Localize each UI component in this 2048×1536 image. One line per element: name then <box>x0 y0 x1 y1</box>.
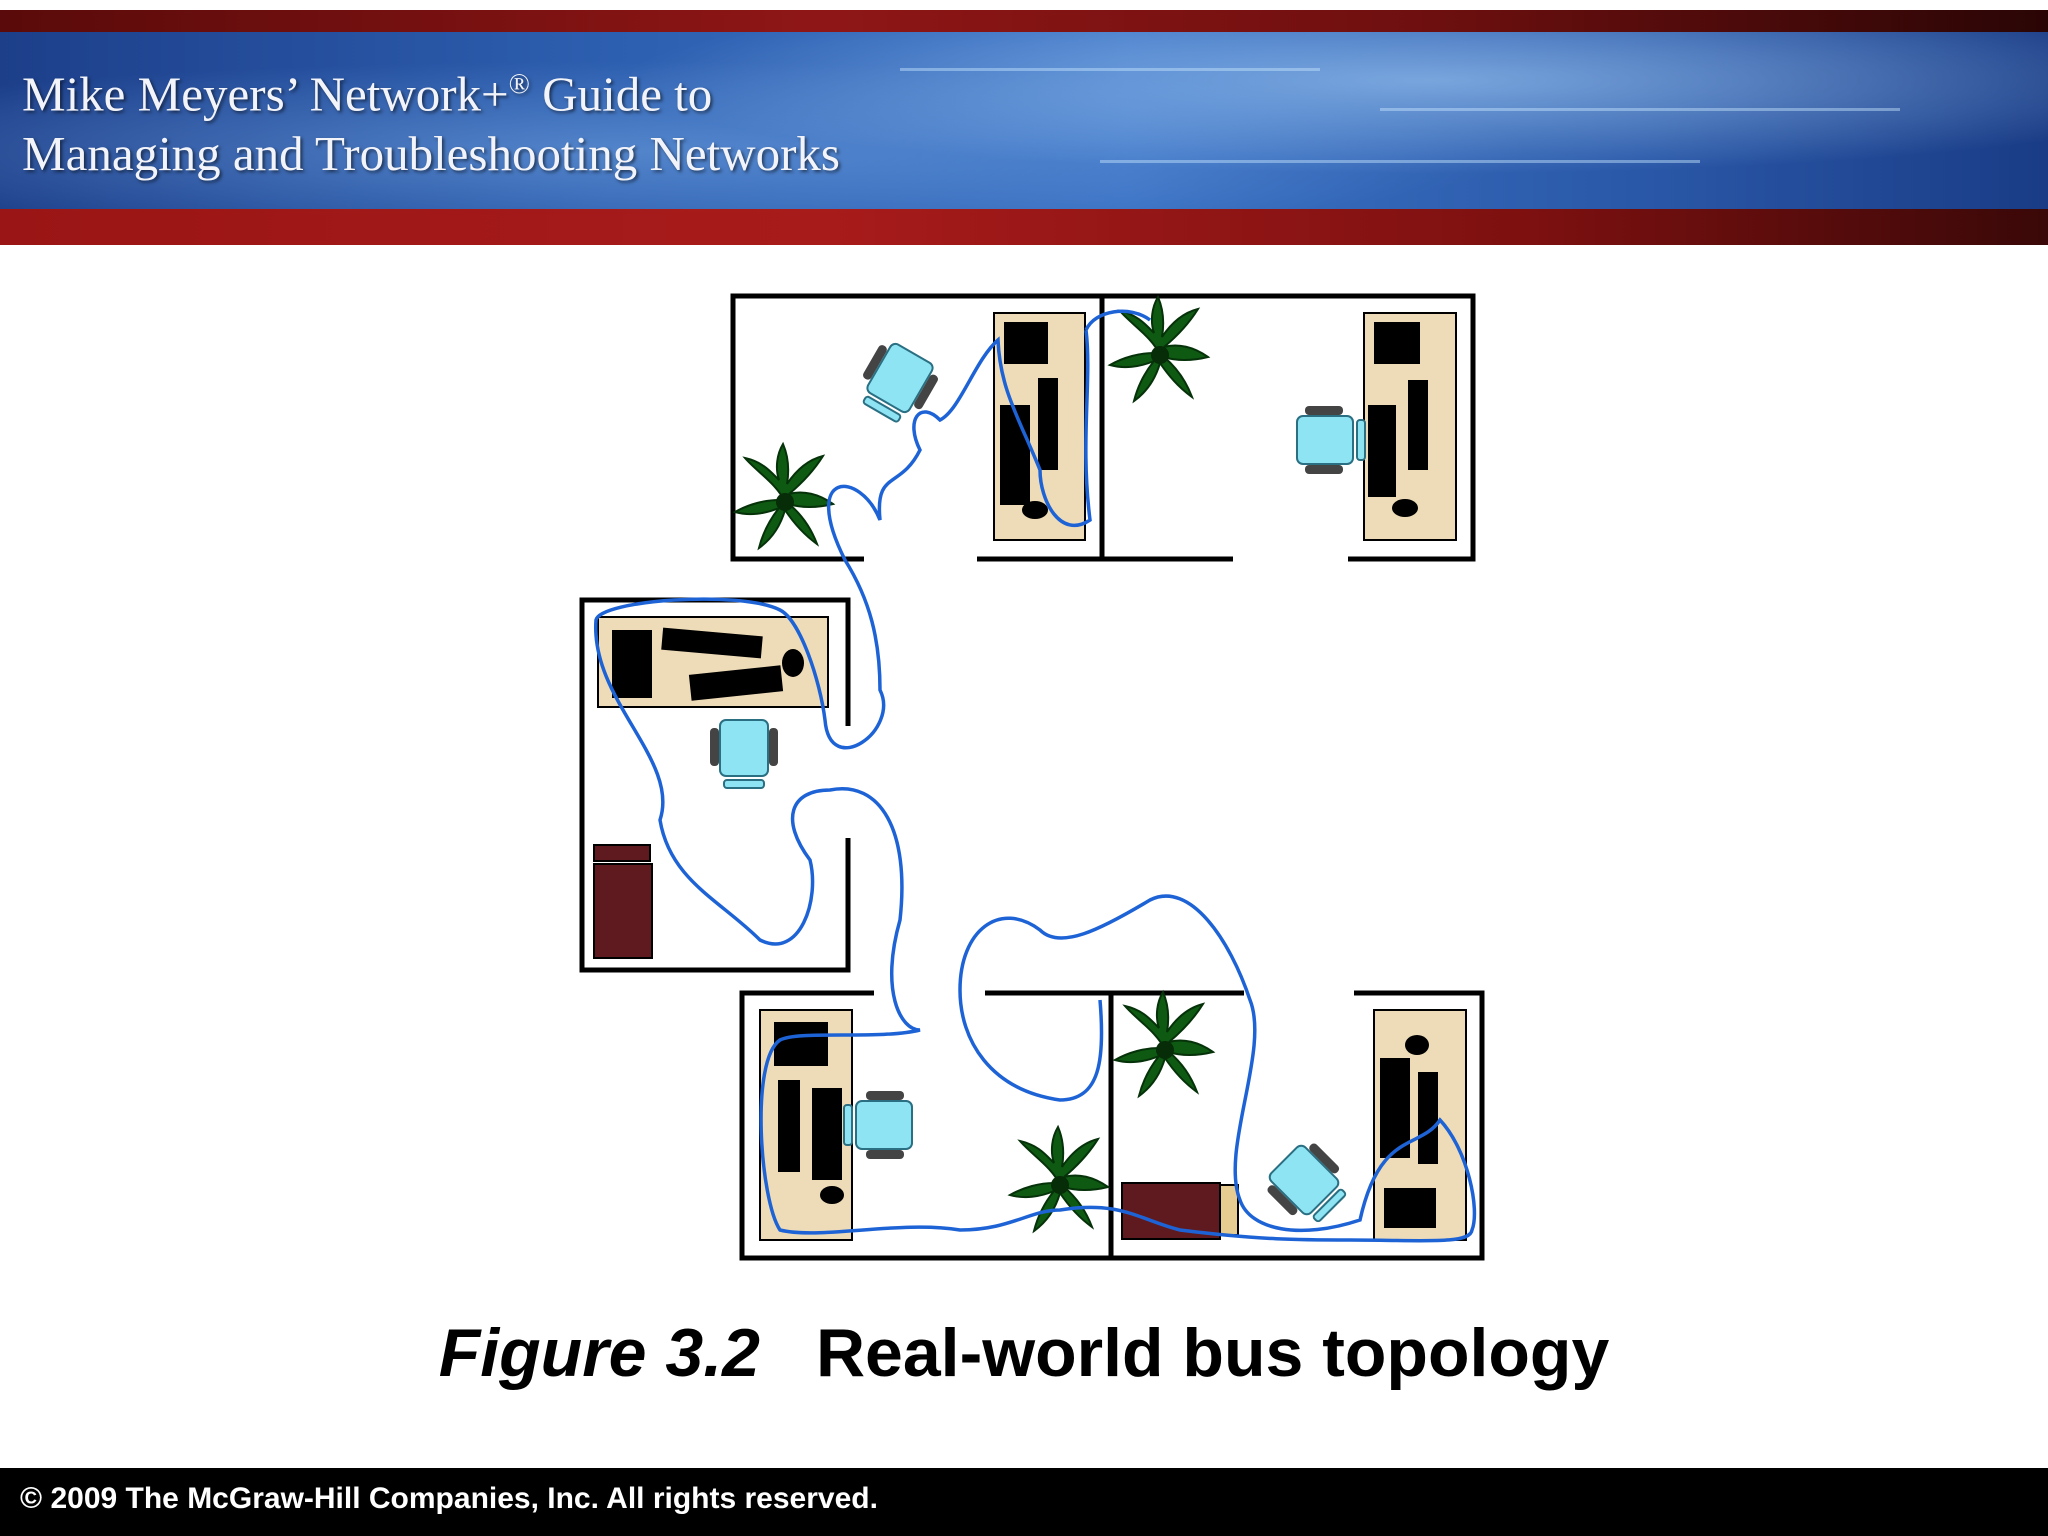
mouse <box>1405 1035 1429 1055</box>
printer <box>1219 1184 1239 1236</box>
monitor <box>774 1022 828 1066</box>
file-cabinet <box>593 863 653 959</box>
keyboard <box>812 1088 842 1180</box>
office-chair <box>843 1090 913 1160</box>
pc-tower <box>1038 378 1058 470</box>
header-banner: Mike Meyers’ Network+® Guide to Managing… <box>0 10 2048 245</box>
banner-title-line1: Mike Meyers’ Network+ <box>22 66 509 122</box>
banner-light-streak <box>900 68 1320 71</box>
office-bottom-left <box>739 990 1114 1261</box>
office-chair <box>709 719 779 789</box>
banner-title: Mike Meyers’ Network+® Guide to Managing… <box>22 55 840 184</box>
keyboard <box>688 665 784 701</box>
pc-tower <box>778 1080 800 1172</box>
copyright-notice: © 2009 The McGraw-Hill Companies, Inc. A… <box>20 1482 878 1516</box>
monitor <box>1384 1188 1436 1228</box>
pc-tower <box>1408 380 1428 470</box>
keyboard <box>1368 405 1396 497</box>
banner-light-streak <box>1380 108 1900 111</box>
figure-title: Real-world bus topology <box>815 1315 1610 1391</box>
mouse <box>782 649 804 677</box>
printer <box>593 844 651 862</box>
office-top-right <box>1102 293 1476 562</box>
office-chair <box>849 335 945 431</box>
office-chair <box>1259 1135 1358 1234</box>
file-cabinet <box>1121 1182 1221 1240</box>
plant-icon <box>1114 991 1214 1097</box>
mouse <box>1022 501 1048 519</box>
banner-light-streak <box>1100 160 1700 163</box>
pc-tower <box>1418 1072 1438 1164</box>
banner-bottom-stripe <box>0 209 2048 245</box>
office-bottom-right <box>1111 990 1485 1261</box>
monitor <box>1004 322 1048 364</box>
office-left <box>579 597 851 973</box>
office-chair <box>1296 405 1366 475</box>
banner-title-line1-end: Guide to <box>529 66 713 122</box>
monitor <box>612 630 652 698</box>
plant-icon <box>734 443 834 549</box>
mouse <box>820 1186 844 1204</box>
keyboard <box>1000 405 1030 505</box>
keyboard <box>1380 1058 1410 1158</box>
bus-cable <box>594 309 1477 1243</box>
banner-top-stripe <box>0 10 2048 32</box>
office-top-left <box>730 293 1105 562</box>
copyright-icon: © <box>20 1482 43 1515</box>
pc-tower <box>661 627 763 659</box>
plant-icon <box>1009 1126 1109 1232</box>
registered-mark: ® <box>508 69 530 100</box>
figure-number: Figure 3.2 <box>438 1315 760 1391</box>
footer-bar: © 2009 The McGraw-Hill Companies, Inc. A… <box>0 1468 2048 1536</box>
monitor <box>1374 322 1420 364</box>
banner-title-line2: Managing and Troubleshooting Networks <box>22 126 840 182</box>
mouse <box>1392 499 1418 517</box>
copyright-text: 2009 The McGraw-Hill Companies, Inc. All… <box>50 1482 878 1515</box>
figure-caption: Figure 3.2 Real-world bus topology <box>0 1314 2048 1392</box>
